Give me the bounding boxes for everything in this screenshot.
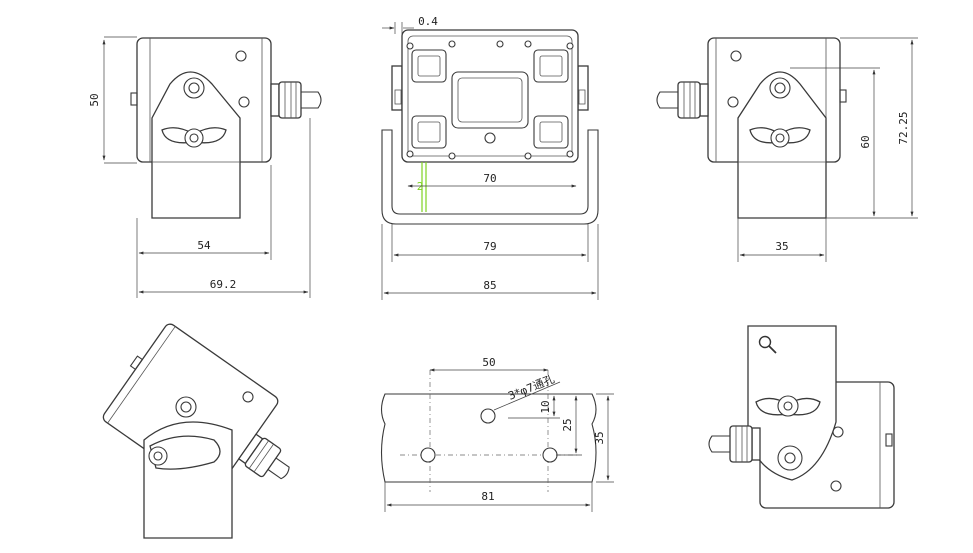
- dim-front-width-total: 69.2: [210, 278, 237, 291]
- rotated-side-view: [708, 325, 895, 509]
- dim-bracket-height: 35: [593, 431, 606, 444]
- magnifier-icon[interactable]: [758, 335, 777, 354]
- dim-bracket-width: 81: [481, 490, 494, 503]
- dim-top-green: 2: [417, 180, 424, 193]
- dim-front-height: 50: [88, 93, 101, 106]
- front-view: 50 54 69.2: [88, 36, 322, 298]
- tilted-view: [102, 323, 290, 539]
- dim-top-inner: 70: [483, 172, 496, 185]
- dim-side-height-inner: 60: [859, 135, 872, 148]
- top-view: 2 0.4 70 79 85: [381, 15, 599, 300]
- dim-bracket-small: 10: [539, 400, 552, 413]
- dim-top-mid: 79: [483, 240, 496, 253]
- bracket-base-view: 50 3*φ7通孔 10 25 35 81: [380, 356, 614, 512]
- dim-bracket-mid: 25: [561, 418, 574, 431]
- dim-side-height-total: 72.25: [897, 111, 910, 144]
- bracket-hole-note: 3*φ7通孔: [506, 372, 556, 402]
- side-view: 60 72.25 35: [656, 37, 918, 262]
- dim-top-total: 85: [483, 279, 496, 292]
- dim-side-depth: 35: [775, 240, 788, 253]
- dim-top-gap: 0.4: [418, 15, 438, 28]
- dim-bracket-spacing: 50: [482, 356, 495, 369]
- dim-front-width-body: 54: [197, 239, 211, 252]
